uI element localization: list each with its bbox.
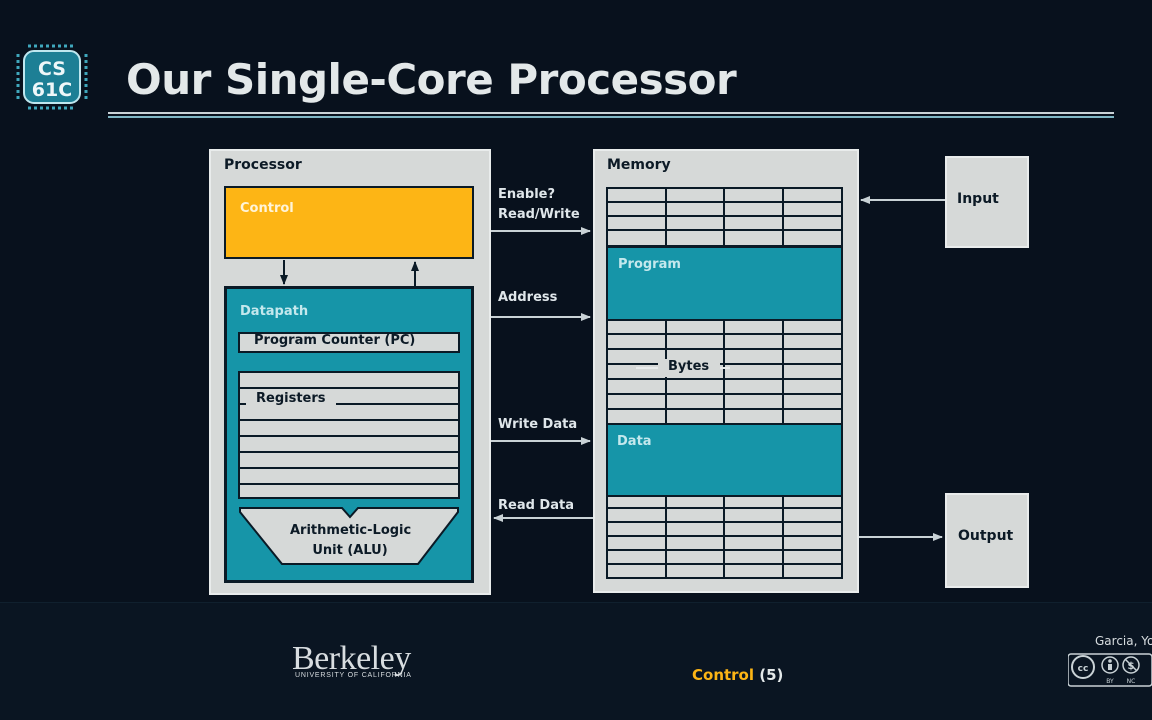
creative-commons-badge: cc $ BY NC — [1068, 653, 1152, 687]
processor-label: Processor — [224, 157, 302, 173]
write-data-signal-label: Write Data — [498, 417, 578, 432]
footer-topic: Control (5) — [692, 666, 783, 684]
address-signal-label: Address — [498, 290, 558, 305]
by-icon — [1101, 656, 1119, 674]
slide-footer — [0, 602, 1152, 720]
registers-label: Registers — [246, 391, 336, 406]
svg-text:cc: cc — [1078, 664, 1089, 674]
footer-topic-name: Control — [692, 666, 755, 684]
cs61c-logo: CS 61C — [16, 44, 88, 110]
cc-icon — [1071, 655, 1095, 679]
data-label: Data — [617, 434, 652, 449]
memory-label: Memory — [607, 157, 671, 173]
memory-grid-bottom — [606, 493, 843, 579]
license-by-text: BY — [1106, 678, 1114, 685]
read-data-signal-label: Read Data — [498, 498, 574, 513]
svg-text:$: $ — [1128, 661, 1135, 672]
enable-signal-label: Enable? — [498, 187, 556, 202]
slide-title: Our Single-Core Processor — [126, 55, 737, 104]
output-label: Output — [958, 528, 1014, 544]
datapath-label: Datapath — [240, 304, 309, 319]
alu-shape — [239, 507, 459, 565]
alu-label-line2: Unit (ALU) — [312, 543, 388, 558]
footer-page-number: (5) — [759, 666, 784, 684]
memory-grid-middle — [606, 319, 843, 427]
logo-text-top: CS — [38, 58, 66, 80]
control-label: Control — [240, 201, 294, 216]
bytes-label: Bytes — [668, 359, 710, 374]
alu-label-line1: Arithmetic-Logic — [290, 523, 412, 538]
footer-author: Garcia, Yo — [1095, 634, 1152, 648]
logo-text-bottom: 61C — [32, 79, 72, 101]
berkeley-wordmark: Berkeley — [292, 640, 411, 677]
program-label: Program — [618, 257, 681, 272]
program-counter-box — [238, 332, 460, 353]
control-box — [224, 186, 474, 259]
license-nc-text: NC — [1127, 678, 1136, 685]
program-region — [606, 246, 843, 321]
read-write-signal-label: Read/Write — [498, 207, 580, 222]
title-divider — [108, 112, 1114, 118]
input-box — [945, 156, 1029, 248]
nc-icon — [1122, 656, 1140, 674]
input-label: Input — [957, 191, 999, 207]
output-box — [945, 493, 1029, 588]
chip-pins — [16, 44, 88, 110]
berkeley-subtitle: UNIVERSITY OF CALIFORNIA — [295, 672, 412, 679]
program-counter-label: Program Counter (PC) — [254, 333, 416, 348]
memory-grid-top — [606, 187, 843, 247]
data-region — [606, 423, 843, 497]
